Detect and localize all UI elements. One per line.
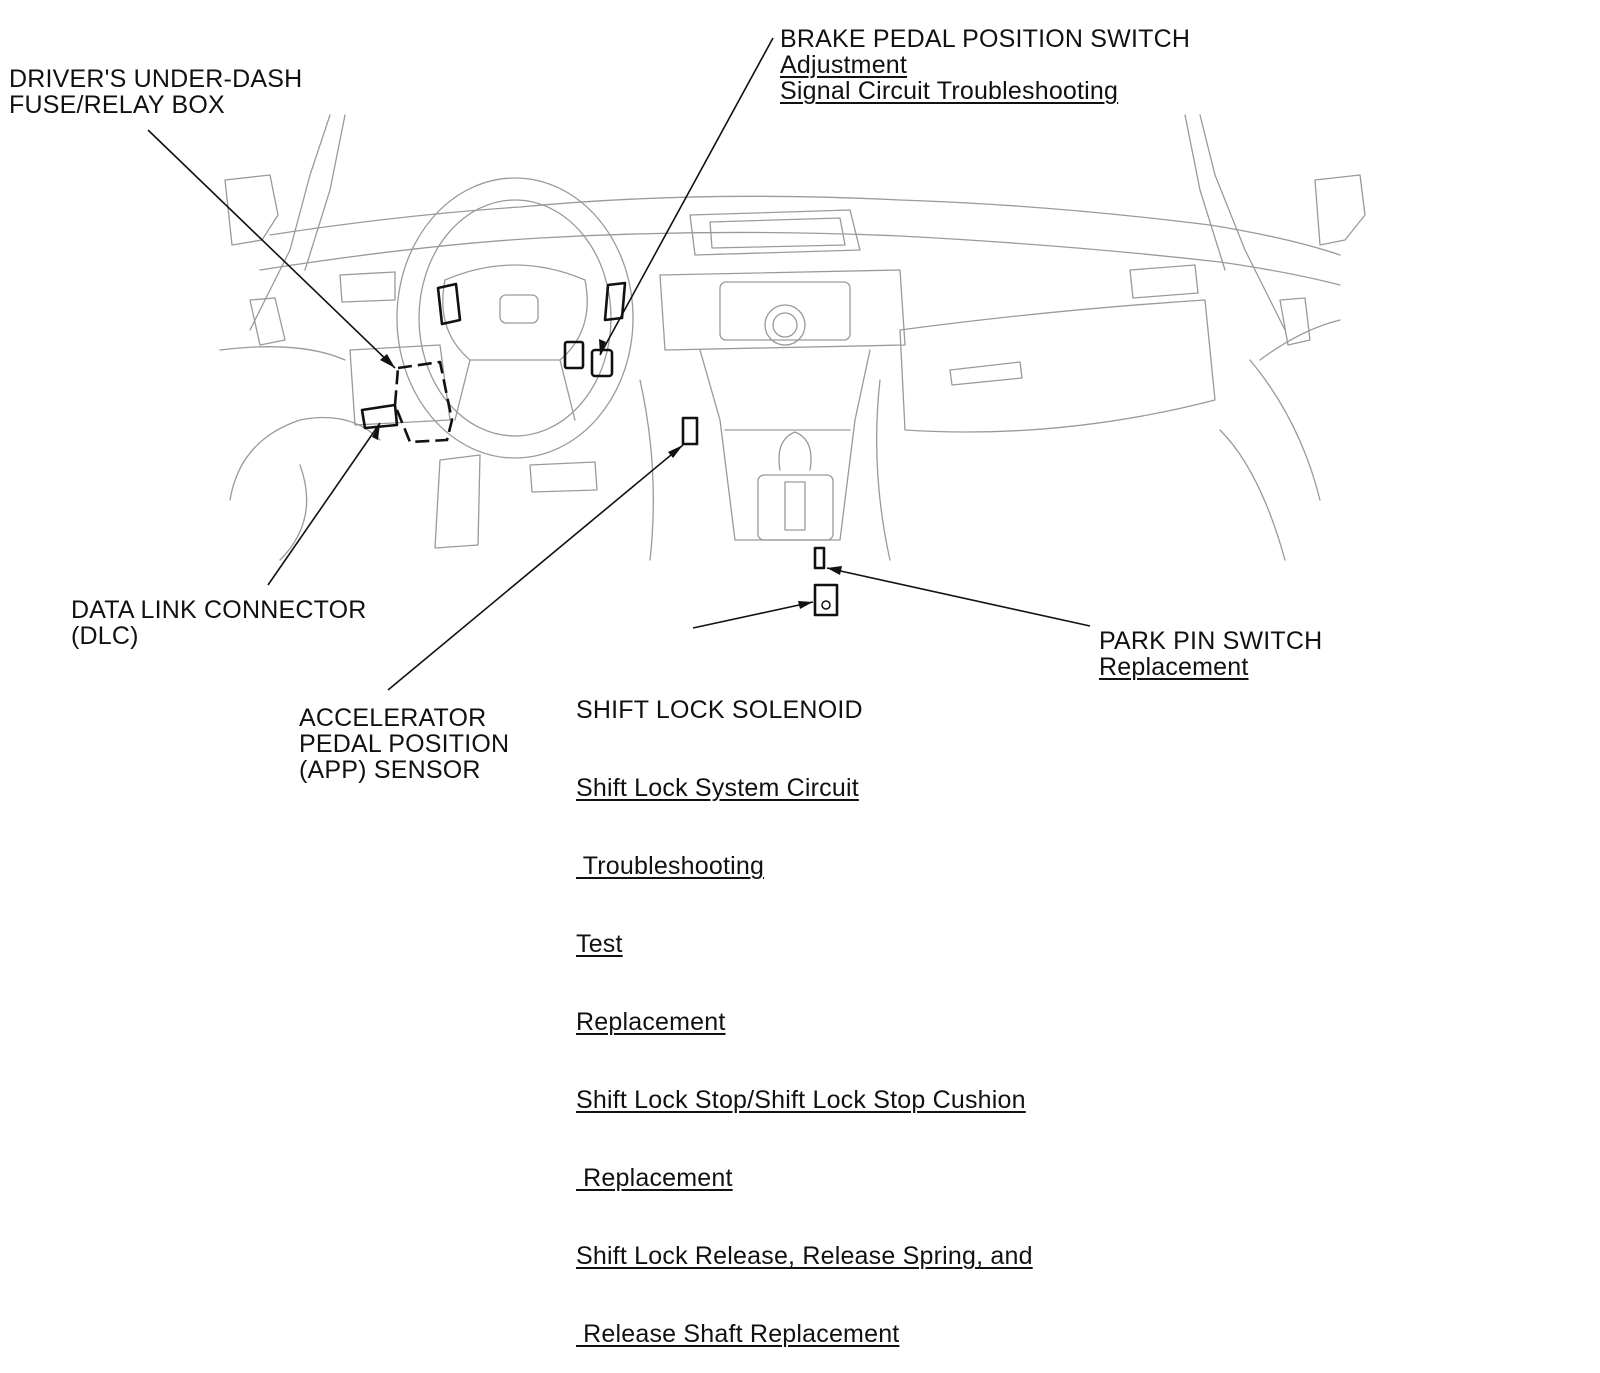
fuse-box-label: DRIVER'S UNDER-DASH FUSE/RELAY BOX <box>9 66 302 118</box>
shift-lock-leader <box>692 601 814 629</box>
shift-lock-stop-link[interactable]: Shift Lock Stop/Shift Lock Stop Cushion <box>576 1086 1026 1114</box>
components <box>360 281 839 617</box>
brake-switch-component <box>590 348 614 378</box>
dlc-label: DATA LINK CONNECTOR (DLC) <box>71 597 367 649</box>
brake-switch-troubleshooting-link[interactable]: Signal Circuit Troubleshooting <box>780 77 1119 105</box>
dashboard-diagram <box>147 37 1366 691</box>
app-sensor-leader <box>387 444 684 691</box>
dlc-leader <box>267 422 381 586</box>
park-pin-leader <box>826 567 1091 627</box>
fuse-box-outline <box>393 360 454 444</box>
shift-lock-test-link[interactable]: Test <box>576 930 623 958</box>
brake-switch-adjustment-link[interactable]: Adjustment <box>780 51 908 79</box>
app-sensor-line: ACCELERATOR <box>299 704 487 732</box>
app-sensor-component <box>681 416 699 446</box>
app-sensor-line: PEDAL POSITION <box>299 730 510 758</box>
fuse-box-line: DRIVER'S UNDER-DASH <box>9 65 303 93</box>
shift-lock-solenoid-component <box>813 583 839 617</box>
shift-lock-title: SHIFT LOCK SOLENOID <box>576 696 863 724</box>
shift-lock-release-link[interactable]: Shift Lock Release, Release Spring, and <box>576 1242 1033 1270</box>
app-sensor-line: (APP) SENSOR <box>299 756 481 784</box>
app-sensor-label: ACCELERATOR PEDAL POSITION (APP) SENSOR <box>299 705 509 783</box>
shift-lock-stop-link-cont[interactable]: Replacement <box>576 1164 733 1192</box>
brake-switch-title: BRAKE PEDAL POSITION SWITCH <box>780 25 1191 53</box>
shift-lock-circuit-link-cont[interactable]: Troubleshooting <box>576 852 765 880</box>
leader-lines <box>147 37 1091 691</box>
dashboard-outline <box>219 114 1366 561</box>
park-pin-replacement-link[interactable]: Replacement <box>1099 653 1249 681</box>
steering-controls-right <box>603 281 627 322</box>
brake-switch-leader <box>599 37 774 356</box>
shift-lock-replacement-link[interactable]: Replacement <box>576 1008 726 1036</box>
shift-lock-release-link-cont[interactable]: Release Shaft Replacement <box>576 1320 900 1348</box>
shift-lock-label: SHIFT LOCK SOLENOID Shift Lock System Ci… <box>576 645 1033 1373</box>
park-pin-label: PARK PIN SWITCH Replacement <box>1099 628 1322 680</box>
brake-switch-label: BRAKE PEDAL POSITION SWITCH Adjustment S… <box>780 26 1190 104</box>
fuse-box-line: FUSE/RELAY BOX <box>9 91 225 119</box>
park-pin-switch-component <box>813 546 826 570</box>
shift-lock-circuit-link[interactable]: Shift Lock System Circuit <box>576 774 859 802</box>
fuse-box-leader <box>147 129 396 369</box>
leader-arrowheads <box>372 339 842 609</box>
dlc-line: DATA LINK CONNECTOR <box>71 596 367 624</box>
steering-controls-left <box>436 282 462 326</box>
brake-switch-aux <box>563 340 585 370</box>
park-pin-title: PARK PIN SWITCH <box>1099 627 1323 655</box>
dlc-line: (DLC) <box>71 622 139 650</box>
dlc-component <box>360 403 399 430</box>
